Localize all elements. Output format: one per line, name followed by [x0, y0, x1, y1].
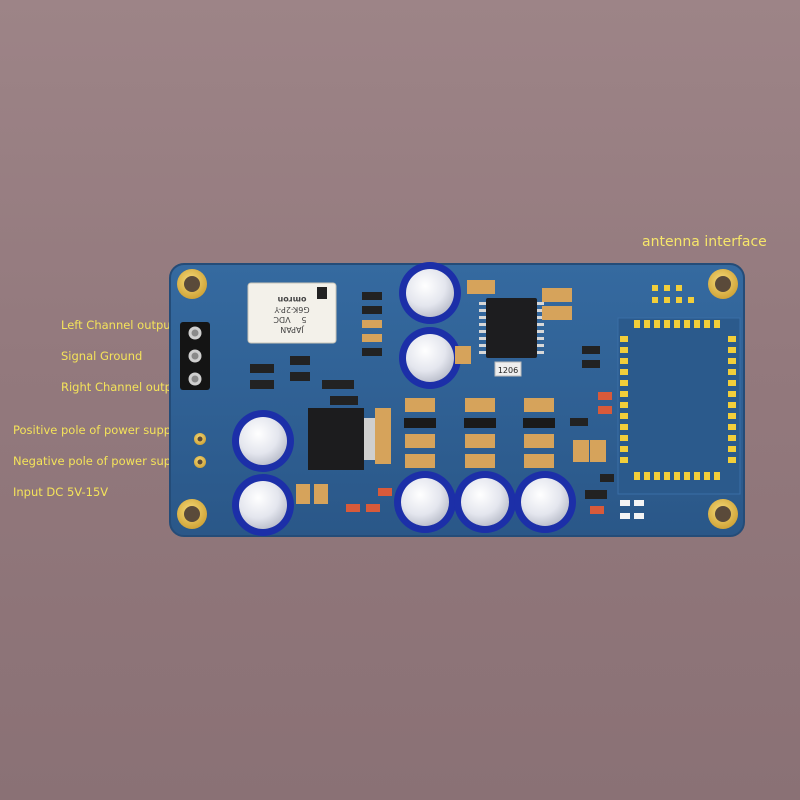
relay-brand: omron: [277, 295, 306, 304]
electrolytic-capacitor: [232, 474, 294, 536]
power-negative-pad[interactable]: [194, 456, 206, 468]
relay-line4: JAPAN: [280, 325, 304, 334]
input-dc-label: Input DC 5V-15V: [13, 485, 109, 499]
voltage-regulator: [308, 408, 376, 470]
chip-marking: 1206: [498, 366, 518, 375]
positive-pole-label: Positive pole of power supply: [13, 423, 182, 437]
left-channel-label: Left Channel output: [61, 318, 176, 332]
relay-line1: G6K-2P-Y: [274, 305, 309, 314]
electrolytic-capacitor: [399, 327, 461, 389]
electrolytic-capacitor: [394, 471, 456, 533]
filter-components: [404, 398, 555, 468]
smd-resistors: [250, 292, 614, 514]
negative-pole-label: Negative pole of power supply: [13, 454, 189, 468]
mounting-hole: [708, 269, 738, 299]
omron-relay: JAPAN 5 VDC G6K-2P-Y omron: [247, 282, 337, 344]
signal-ground-label: Signal Ground: [61, 349, 143, 363]
electrolytic-capacitor: [232, 410, 294, 472]
electrolytic-capacitor: [399, 262, 461, 324]
antenna-pads[interactable]: [652, 285, 694, 303]
mounting-hole: [177, 269, 207, 299]
power-positive-pad[interactable]: [194, 433, 206, 445]
antenna-interface-label: antenna interface: [642, 234, 767, 250]
resistor-1206: 1206: [494, 361, 522, 377]
relay-line3: VDC: [273, 315, 291, 324]
smd-capacitors: [296, 280, 606, 504]
wireless-module: [617, 317, 741, 495]
electrolytic-capacitor: [514, 471, 576, 533]
relay-line2: 5: [301, 315, 306, 324]
electrolytic-capacitor: [454, 471, 516, 533]
amplifier-ic: [479, 298, 544, 358]
status-leds: [620, 500, 644, 519]
mounting-hole: [177, 499, 207, 529]
right-channel-label: Right Channel output: [61, 380, 184, 394]
audio-output-header[interactable]: [180, 322, 210, 390]
mounting-hole: [708, 499, 738, 529]
